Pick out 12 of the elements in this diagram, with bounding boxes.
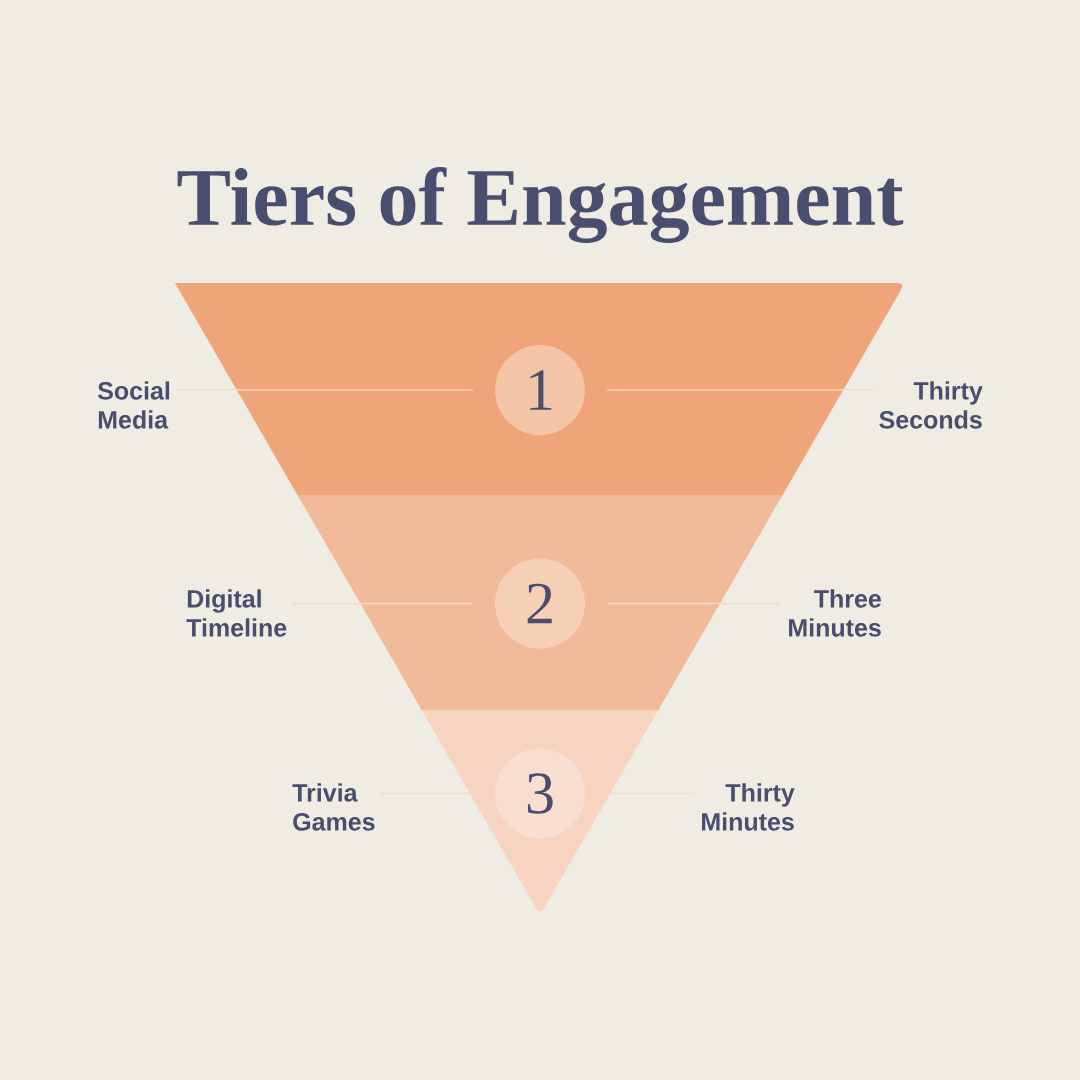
tier-label: Three Minutes — [789, 589, 881, 637]
leader-line — [176, 389, 474, 391]
leader-line — [606, 602, 783, 605]
funnel-band — [297, 495, 783, 710]
leader-line — [606, 389, 874, 391]
tier-label: Thirty Minutes — [702, 783, 795, 831]
tier-label: Social Media — [97, 381, 170, 429]
tier-label: Trivia Games — [292, 783, 375, 831]
tier-label: Thirty Seconds — [879, 381, 983, 429]
leader-line — [291, 602, 474, 605]
tier-label: Digital Timeline — [186, 589, 287, 637]
title: Tiers of Engagement — [177, 167, 904, 243]
